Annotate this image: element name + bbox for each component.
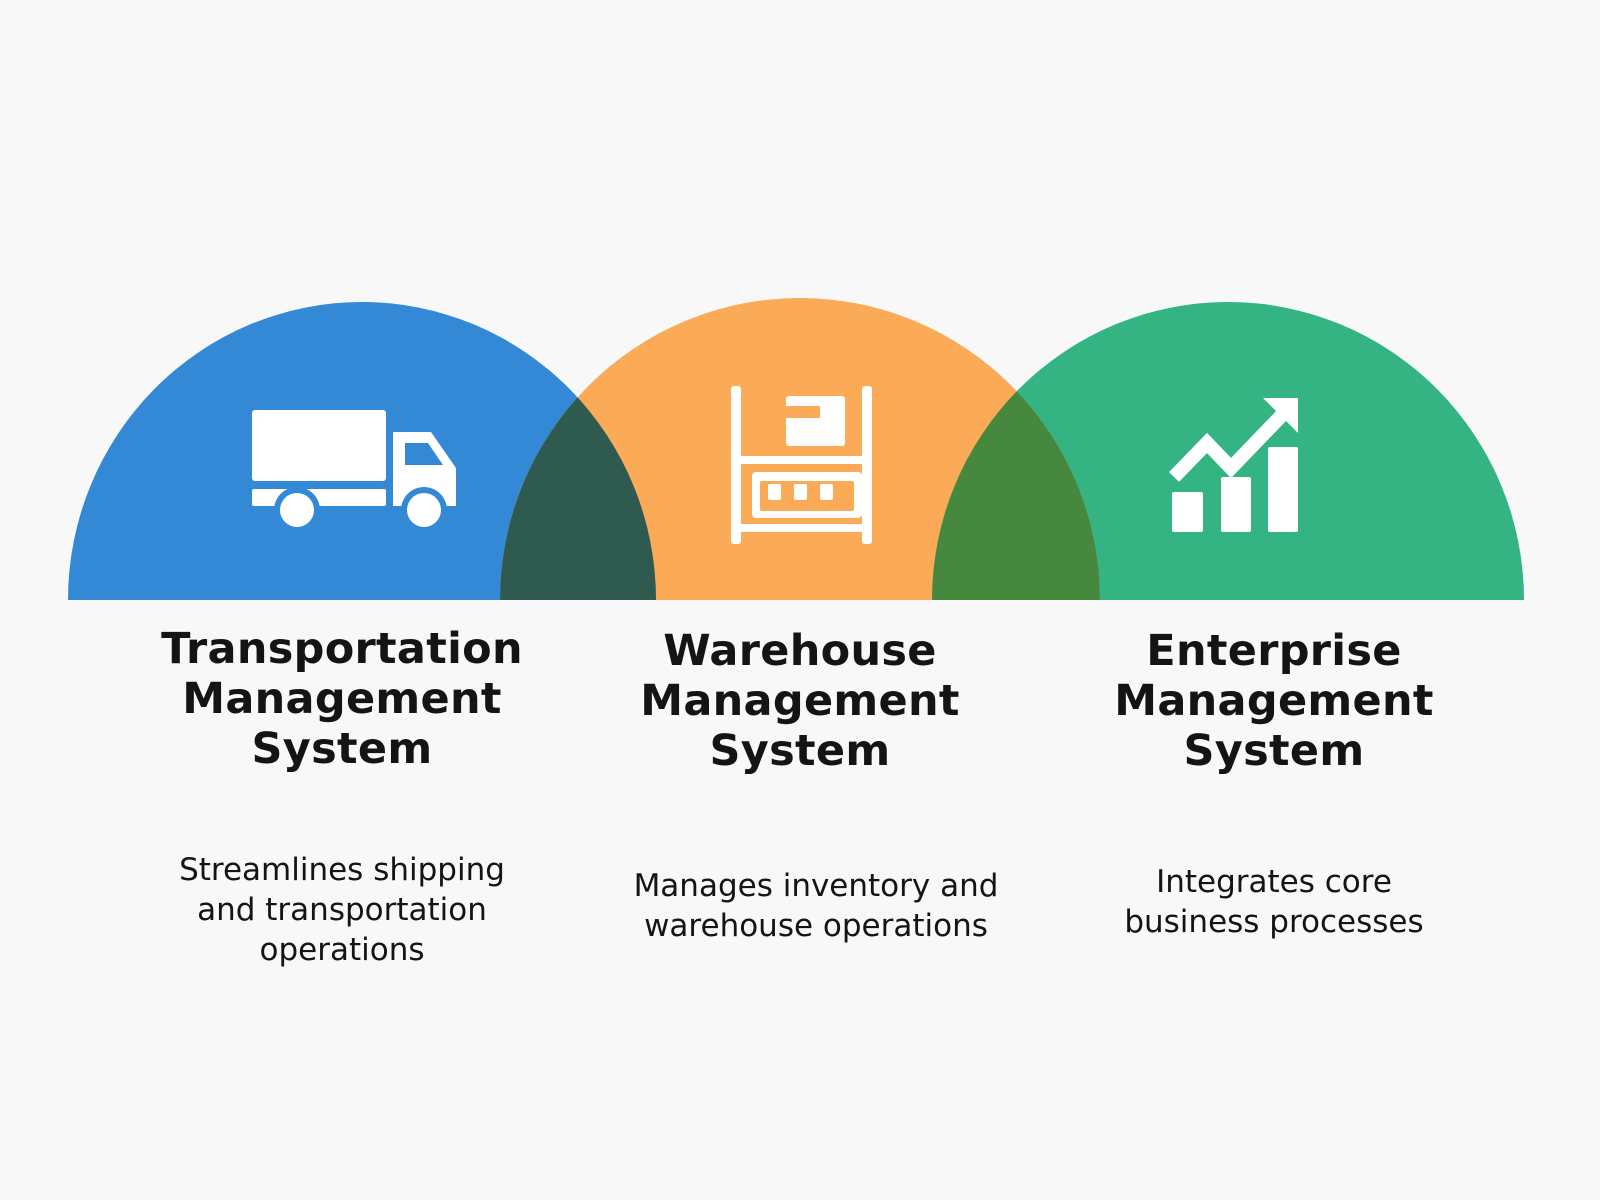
tms-description-line-2: and transportation xyxy=(197,892,487,928)
ems-description: Integrates core business processes xyxy=(1054,862,1494,942)
truck-icon xyxy=(252,410,456,533)
tms-description-line-3: operations xyxy=(259,932,425,968)
ems-title-line-2: Management xyxy=(1114,676,1434,726)
wms-title: Warehouse Management System xyxy=(580,626,1020,776)
tms-title: Transportation Management System xyxy=(122,624,562,774)
tms-description: Streamlines shipping and transportation … xyxy=(122,850,562,970)
tms-column: Transportation Management System Streaml… xyxy=(122,0,562,1200)
ems-description-line-2: business processes xyxy=(1124,904,1424,940)
tms-title-line-2: Management xyxy=(182,674,502,724)
ems-description-line-1: Integrates core xyxy=(1156,864,1392,900)
warehouse-box-labels xyxy=(768,484,833,500)
wms-description-line-2: warehouse operations xyxy=(644,908,988,944)
tms-title-line-3: System xyxy=(251,724,433,774)
ems-title: Enterprise Management System xyxy=(1054,626,1494,776)
wms-description: Manages inventory and warehouse operatio… xyxy=(596,866,1036,946)
growth-chart-icon xyxy=(1168,398,1298,532)
ems-title-line-3: System xyxy=(1183,726,1365,776)
wms-title-line-1: Warehouse xyxy=(663,626,937,676)
overlapping-systems-diagram xyxy=(68,298,1524,600)
ems-column: Enterprise Management System Integrates … xyxy=(1054,0,1494,1200)
wms-description-line-1: Manages inventory and xyxy=(633,868,999,904)
wms-title-line-2: Management xyxy=(640,676,960,726)
tms-title-line-1: Transportation xyxy=(161,624,523,674)
wms-title-line-3: System xyxy=(709,726,891,776)
wms-column: Warehouse Management System Manages inve… xyxy=(580,0,1020,1200)
truck-window xyxy=(405,443,443,465)
tms-description-line-1: Streamlines shipping xyxy=(179,852,505,888)
ems-title-line-1: Enterprise xyxy=(1146,626,1402,676)
